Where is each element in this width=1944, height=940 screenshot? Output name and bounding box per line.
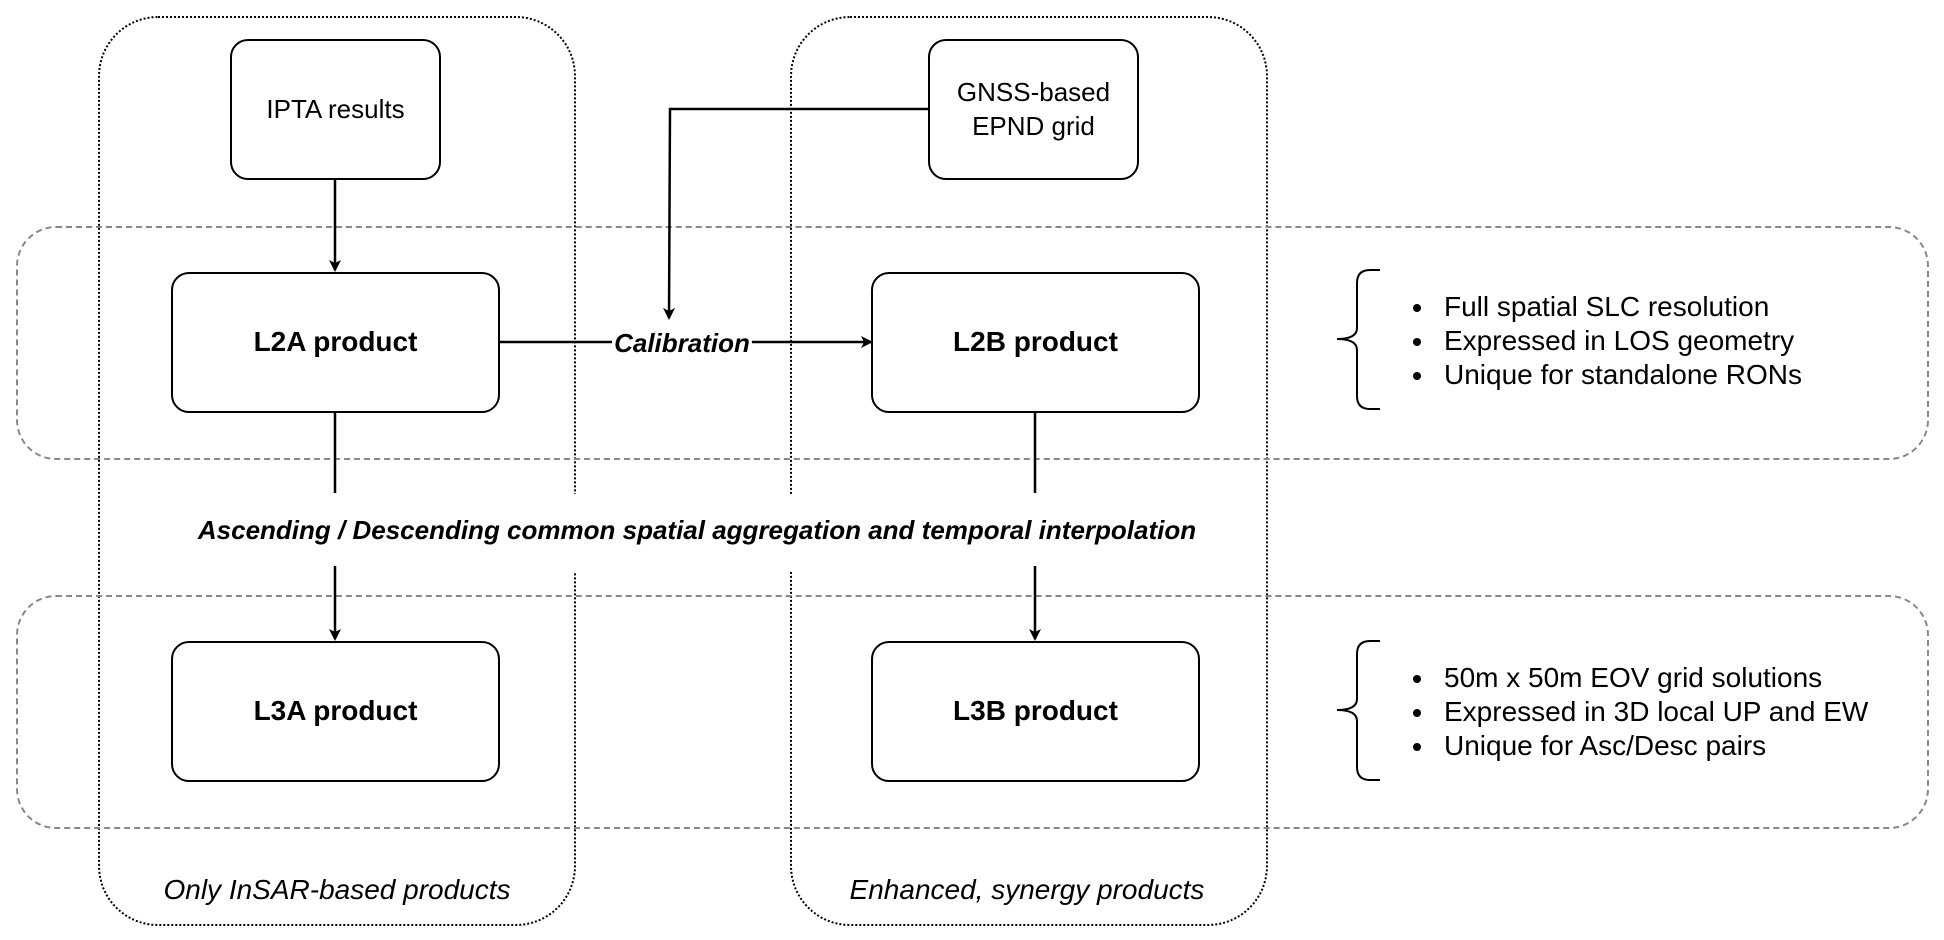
note-l2-item: Unique for standalone RONs [1436, 358, 1918, 392]
band-level-3 [16, 595, 1929, 829]
column-caption-synergy: Enhanced, synergy products [849, 874, 1205, 905]
band-level-2 [16, 226, 1929, 460]
column-caption-insar-only: Only InSAR-based products [163, 874, 511, 905]
node-l3b-product: L3B product [871, 641, 1200, 782]
note-l3-item: Unique for Asc/Desc pairs [1436, 729, 1928, 763]
note-l2-item: Expressed in LOS geometry [1436, 324, 1918, 358]
node-ipta-results: IPTA results [230, 39, 441, 180]
node-l2b-product: L2B product [871, 272, 1200, 413]
node-l3a-product: L3A product [171, 641, 500, 782]
node-gnss-line2: EPND grid [972, 110, 1095, 141]
notes-level-3: 50m x 50m EOV grid solutions Expressed i… [1398, 661, 1928, 763]
node-ipta-results-label: IPTA results [266, 93, 405, 124]
column-gap-right [772, 494, 804, 572]
node-l2a-product: L2A product [171, 272, 500, 413]
node-gnss-line1: GNSS-based [956, 76, 1111, 107]
column-gap-left [560, 494, 592, 572]
note-l3-item: 50m x 50m EOV grid solutions [1436, 661, 1928, 695]
node-l3b-label: L3B product [953, 695, 1118, 727]
node-l2b-label: L2B product [953, 326, 1118, 358]
edge-label-calibration: Calibration [612, 326, 752, 360]
node-gnss-epnd-grid: GNSS-based EPND grid [928, 39, 1139, 180]
column-synergy [790, 16, 1268, 926]
notes-level-2: Full spatial SLC resolution Expressed in… [1398, 290, 1918, 392]
note-l3-item: Expressed in 3D local UP and EW [1436, 695, 1928, 729]
note-l2-item: Full spatial SLC resolution [1436, 290, 1918, 324]
node-l2a-label: L2A product [253, 326, 418, 358]
node-l3a-label: L3A product [253, 695, 418, 727]
edge-label-aggregation: Ascending / Descending common spatial ag… [197, 514, 1197, 545]
column-insar-only [98, 16, 576, 926]
